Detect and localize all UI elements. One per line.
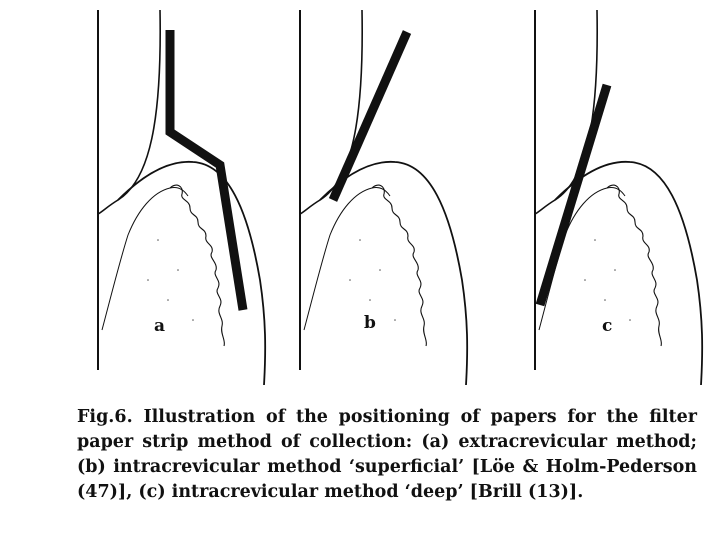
caption-lead: Fig.6. (77, 407, 133, 427)
filter-paper-strip-b (333, 32, 407, 200)
caption-text: Illustration of the positioning of paper… (77, 407, 697, 502)
figure-caption: Fig.6. Illustration of the positioning o… (77, 405, 697, 505)
filter-paper-strip-a (170, 30, 243, 310)
tooth-outline-c (535, 10, 702, 385)
tooth-outline-a (98, 10, 265, 385)
panel-c: c (535, 10, 702, 385)
panel-label-c: c (602, 316, 612, 336)
panel-label-a: a (154, 316, 165, 336)
tooth-outline-b (300, 10, 467, 385)
panel-a: a (98, 10, 265, 385)
filter-paper-strip-c (540, 85, 607, 305)
panel-label-b: b (364, 313, 376, 333)
panel-b: b (300, 10, 467, 385)
tooth-diagram-figure: a b c (0, 0, 720, 400)
